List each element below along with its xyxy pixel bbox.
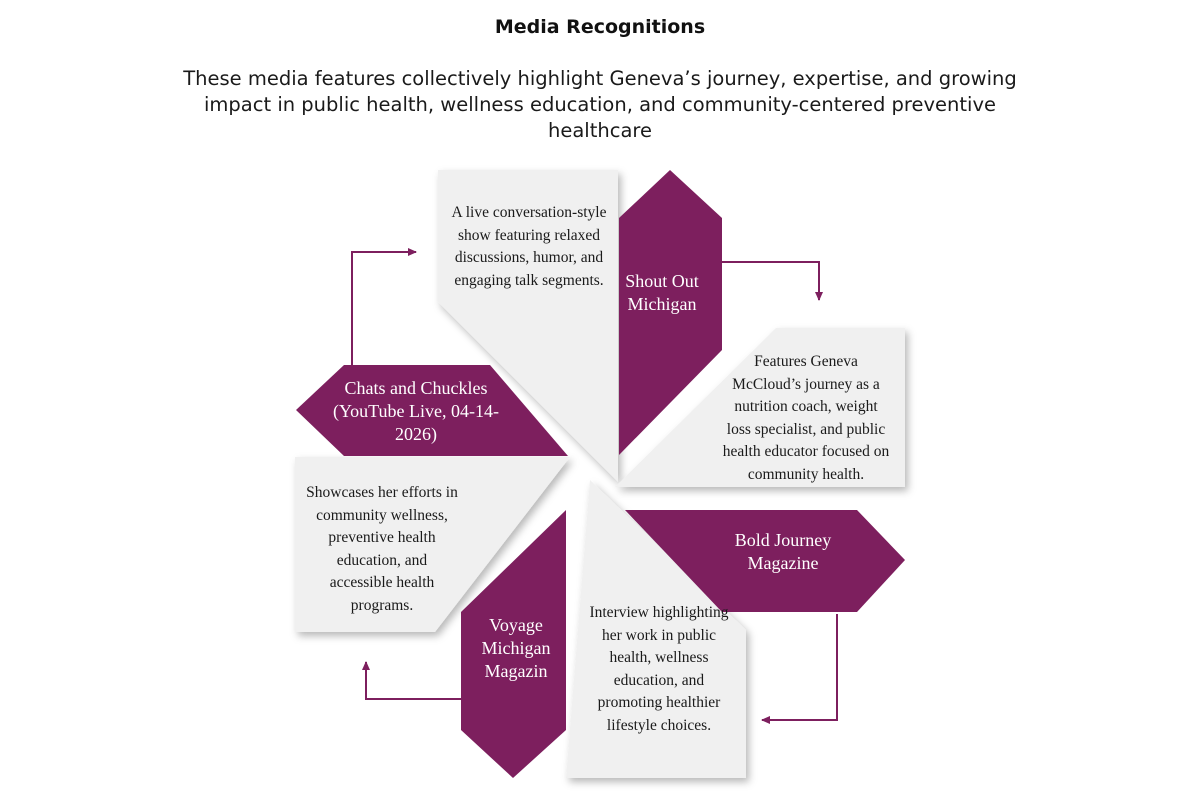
shape-bottom-purple bbox=[461, 510, 566, 778]
arrow-right-bottom bbox=[761, 614, 838, 724]
shape-top-purple bbox=[619, 170, 722, 455]
feature-description-bold-journey: Features Geneva McCloud’s journey as a n… bbox=[722, 353, 890, 483]
shape-right-purple bbox=[625, 510, 905, 612]
page-title: Media Recognitions bbox=[494, 16, 706, 38]
page-subtitle: These media features collectively highli… bbox=[183, 67, 1017, 142]
arrow-bottom-left bbox=[362, 661, 461, 700]
feature-name-bold-journey: Bold Journey Magazine bbox=[734, 530, 832, 573]
feature-name-voyage-michigan: Voyage Michigan Magazin bbox=[481, 615, 551, 681]
card-top bbox=[438, 170, 618, 482]
feature-description-voyage-michigan: Interview highlighting her work in publi… bbox=[589, 604, 729, 734]
feature-name-chats-and-chuckles: Chats and Chuckles (YouTube Live, 04-14-… bbox=[332, 378, 500, 444]
card-right bbox=[615, 328, 905, 487]
card-bottom bbox=[566, 480, 746, 778]
arrow-left-top bbox=[351, 248, 417, 365]
feature-name-shout-out-michigan: Shout Out Michigan bbox=[625, 271, 699, 314]
feature-description-shout-out-michigan: A live conversation-style show featuring… bbox=[451, 204, 607, 289]
arrow-top-right bbox=[722, 261, 823, 301]
shape-left-purple bbox=[296, 365, 568, 456]
feature-description-chats-and-chuckles: Showcases her efforts in community welln… bbox=[306, 484, 458, 614]
card-left bbox=[295, 457, 570, 632]
